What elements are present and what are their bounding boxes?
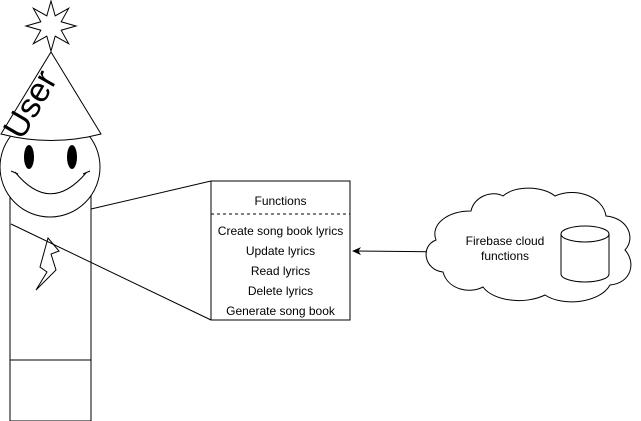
cylinder-top bbox=[560, 225, 610, 243]
function-item-generate: Generate song book bbox=[226, 304, 336, 318]
user-character: User bbox=[0, 0, 102, 421]
function-item-delete: Delete lyrics bbox=[248, 284, 313, 298]
smile-right-dimple bbox=[82, 170, 91, 175]
cloud-label-line2: functions bbox=[481, 249, 529, 263]
star-icon bbox=[24, 0, 78, 53]
user-body bbox=[9, 194, 92, 421]
smiley-face-icon bbox=[0, 116, 101, 218]
cylinder-body bbox=[560, 234, 610, 283]
cloud-label-line1: Firebase cloud bbox=[466, 234, 545, 248]
database-cylinder-icon bbox=[560, 225, 610, 283]
function-item-create: Create song book lyrics bbox=[218, 224, 343, 238]
functions-panel-box bbox=[210, 180, 351, 321]
functions-panel-title: Functions bbox=[254, 194, 306, 208]
party-hat-icon bbox=[0, 51, 102, 141]
firebase-cloud: Firebase cloud functions bbox=[425, 187, 632, 303]
functions-panel: Functions Create song book lyrics Update… bbox=[210, 180, 351, 321]
function-item-read: Read lyrics bbox=[251, 264, 310, 278]
right-eye bbox=[67, 145, 77, 169]
function-item-update: Update lyrics bbox=[246, 244, 315, 258]
lightning-bolt-icon bbox=[35, 236, 60, 291]
smile-left-dimple bbox=[10, 170, 19, 175]
left-eye bbox=[24, 145, 34, 169]
projection-line-bottom bbox=[10, 223, 212, 321]
projection-line-top bbox=[90, 180, 212, 210]
smile-mouth bbox=[14, 171, 87, 195]
